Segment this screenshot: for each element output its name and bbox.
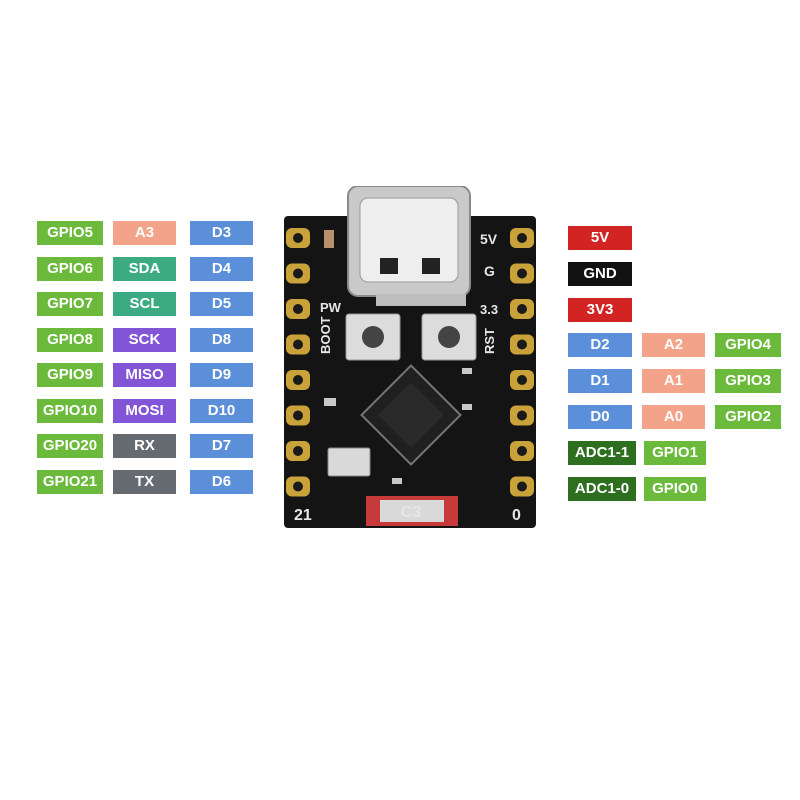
silk-0: 0 (512, 507, 521, 524)
right-pin-label: 3V3 (568, 298, 632, 322)
gpio-label: GPIO5 (37, 221, 103, 245)
esp32-c3-board: C3 5V G PW 3.3 BOOT RST 21 0 (280, 186, 540, 530)
digital-pin-label: D3 (190, 221, 253, 245)
right-pin-label: D0 (568, 405, 632, 429)
digital-pin-label: D4 (190, 257, 253, 281)
function-label: MOSI (113, 399, 176, 423)
gpio-label: GPIO6 (37, 257, 103, 281)
function-label: SCL (113, 292, 176, 316)
silk-boot: BOOT (318, 316, 333, 354)
pin-pad (286, 299, 310, 319)
function-label: SDA (113, 257, 176, 281)
pin-pad (286, 370, 310, 390)
digital-pin-label: D7 (190, 434, 253, 458)
right-pin-label: ADC1-0 (568, 477, 636, 501)
right-pin-label: GPIO1 (644, 441, 706, 465)
digital-pin-label: D10 (190, 399, 253, 423)
gpio-label: GPIO7 (37, 292, 103, 316)
usb-c-connector (348, 186, 470, 306)
right-pin-label: GND (568, 262, 632, 286)
gpio-label: GPIO21 (37, 470, 103, 494)
silk-3v3: 3.3 (480, 302, 498, 317)
crystal-oscillator (328, 448, 370, 476)
right-pin-label: D1 (568, 369, 632, 393)
gpio-label: GPIO20 (37, 434, 103, 458)
gpio-label: GPIO10 (37, 399, 103, 423)
function-label: TX (113, 470, 176, 494)
pin-pad (510, 477, 534, 497)
right-pin-label: D2 (568, 333, 632, 357)
digital-pin-label: D5 (190, 292, 253, 316)
right-pin-label: A1 (642, 369, 705, 393)
silk-pw: PW (320, 300, 342, 315)
right-pin-label: GPIO0 (644, 477, 706, 501)
digital-pin-label: D9 (190, 363, 253, 387)
logo-text: C3 (401, 504, 422, 521)
silk-g: G (484, 263, 495, 279)
digital-pin-label: D8 (190, 328, 253, 352)
silk-21: 21 (294, 507, 312, 524)
pin-pad (286, 477, 310, 497)
right-pin-label: GPIO2 (715, 405, 781, 429)
right-pin-label: ADC1-1 (568, 441, 636, 465)
gpio-label: GPIO9 (37, 363, 103, 387)
function-label: MISO (113, 363, 176, 387)
pin-pad (510, 335, 534, 355)
silk-rst: RST (482, 328, 497, 354)
pin-pad (286, 228, 310, 248)
function-label: A3 (113, 221, 176, 245)
pin-pad (286, 335, 310, 355)
pin-pad (510, 299, 534, 319)
right-pin-label: 5V (568, 226, 632, 250)
pin-pad (286, 264, 310, 284)
function-label: RX (113, 434, 176, 458)
silk-5v: 5V (480, 231, 498, 247)
right-pin-label: GPIO4 (715, 333, 781, 357)
digital-pin-label: D6 (190, 470, 253, 494)
pin-pad (286, 406, 310, 426)
reset-button (422, 314, 476, 360)
pin-pad (286, 441, 310, 461)
boot-button (346, 314, 400, 360)
right-pin-label: A0 (642, 405, 705, 429)
pin-pad (510, 228, 534, 248)
right-pin-label: GPIO3 (715, 369, 781, 393)
pin-pad (510, 264, 534, 284)
gpio-label: GPIO8 (37, 328, 103, 352)
pin-pad (510, 406, 534, 426)
pin-pad (510, 441, 534, 461)
function-label: SCK (113, 328, 176, 352)
right-pin-label: A2 (642, 333, 705, 357)
pin-pad (510, 370, 534, 390)
